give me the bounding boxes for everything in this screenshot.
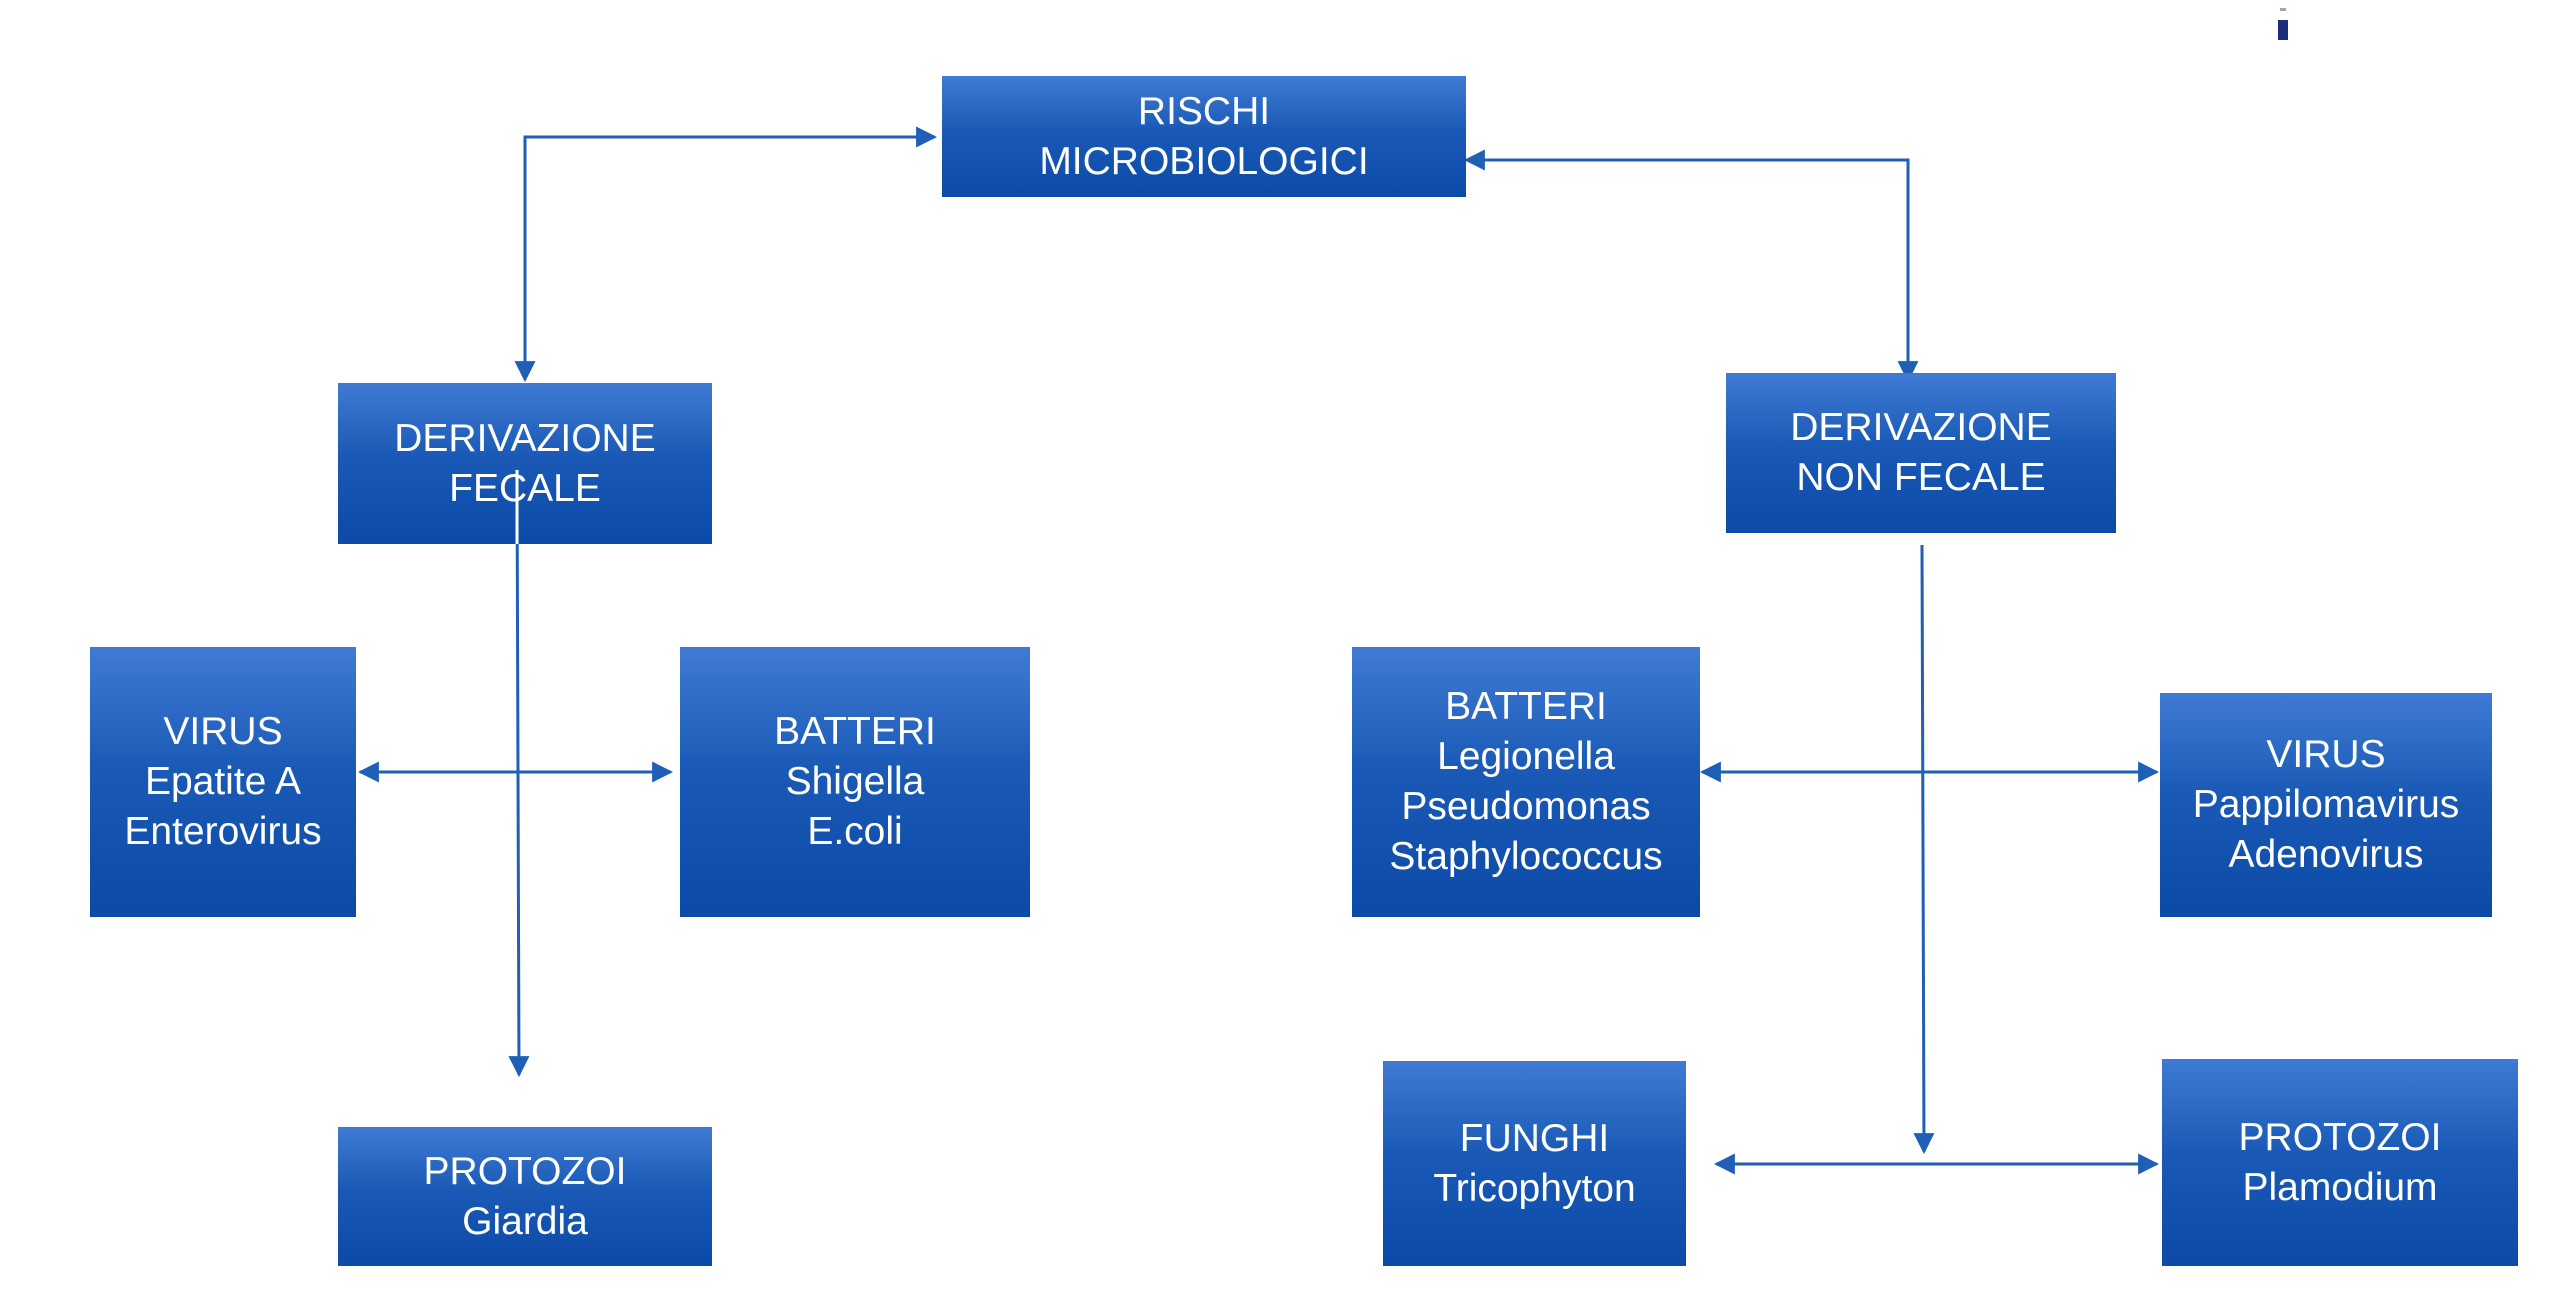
nonfecal-node: DERIVAZIONE NON FECALE (1726, 373, 2116, 533)
node-label-line: VIRUS (2266, 733, 2386, 776)
node-label-line: Adenovirus (2228, 833, 2424, 876)
node-label-line: Tricophyton (1433, 1166, 1636, 1210)
connector-root-to-nonfecal (1463, 149, 1919, 383)
node-label-line: Giardia (462, 1199, 588, 1243)
connector-nonfecal-down (1913, 544, 1935, 1155)
fecal-protozoi-node: PROTOZOI Giardia (338, 1127, 712, 1266)
node-label-line: Plamodium (2242, 1165, 2438, 1209)
node-label-line: E.coli (807, 810, 903, 853)
node-label-line: PROTOZOI (2238, 1115, 2442, 1159)
node-label-line: Shigella (785, 760, 925, 803)
node-label-line: MICROBIOLOGICI (1039, 139, 1369, 183)
node-label-line: RISCHI (1137, 89, 1271, 133)
fecal-virus-node: VIRUS Epatite A Enterovirus (90, 647, 356, 917)
root-node: RISCHI MICROBIOLOGICI (942, 76, 1466, 197)
node-label-line: Pseudomonas (1401, 785, 1651, 828)
node-label-line: BATTERI (774, 710, 936, 753)
nonfecal-protozoi-node: PROTOZOI Plamodium (2162, 1059, 2518, 1266)
node-label-line: Epatite A (144, 760, 302, 803)
node-label-line: Legionella (1437, 735, 1615, 778)
node-label-line: Pappilomavirus (2192, 783, 2460, 826)
node-label-line: FUNGHI (1459, 1116, 1610, 1160)
node-label-line: DERIVAZIONE (1790, 406, 2052, 449)
corner-mark-thick (2278, 20, 2288, 40)
node-label-line: Staphylococcus (1389, 835, 1663, 878)
node-label-line: PROTOZOI (423, 1149, 627, 1193)
corner-mark (2278, 8, 2288, 40)
node-label-line: NON FECALE (1796, 456, 2046, 499)
node-label-line: BATTERI (1445, 685, 1607, 728)
nonfecal-funghi-node: FUNGHI Tricophyton (1383, 1061, 1686, 1266)
node-label-line: Enterovirus (124, 810, 322, 853)
fecal-node: DERIVAZIONE FECALE (338, 383, 712, 544)
corner-mark-thin (2280, 8, 2286, 11)
node-label-line: FECALE (449, 466, 601, 510)
connector-root-to-fecal (514, 126, 938, 383)
node-label-line: VIRUS (163, 710, 283, 753)
node-label-line: DERIVAZIONE (394, 416, 656, 460)
